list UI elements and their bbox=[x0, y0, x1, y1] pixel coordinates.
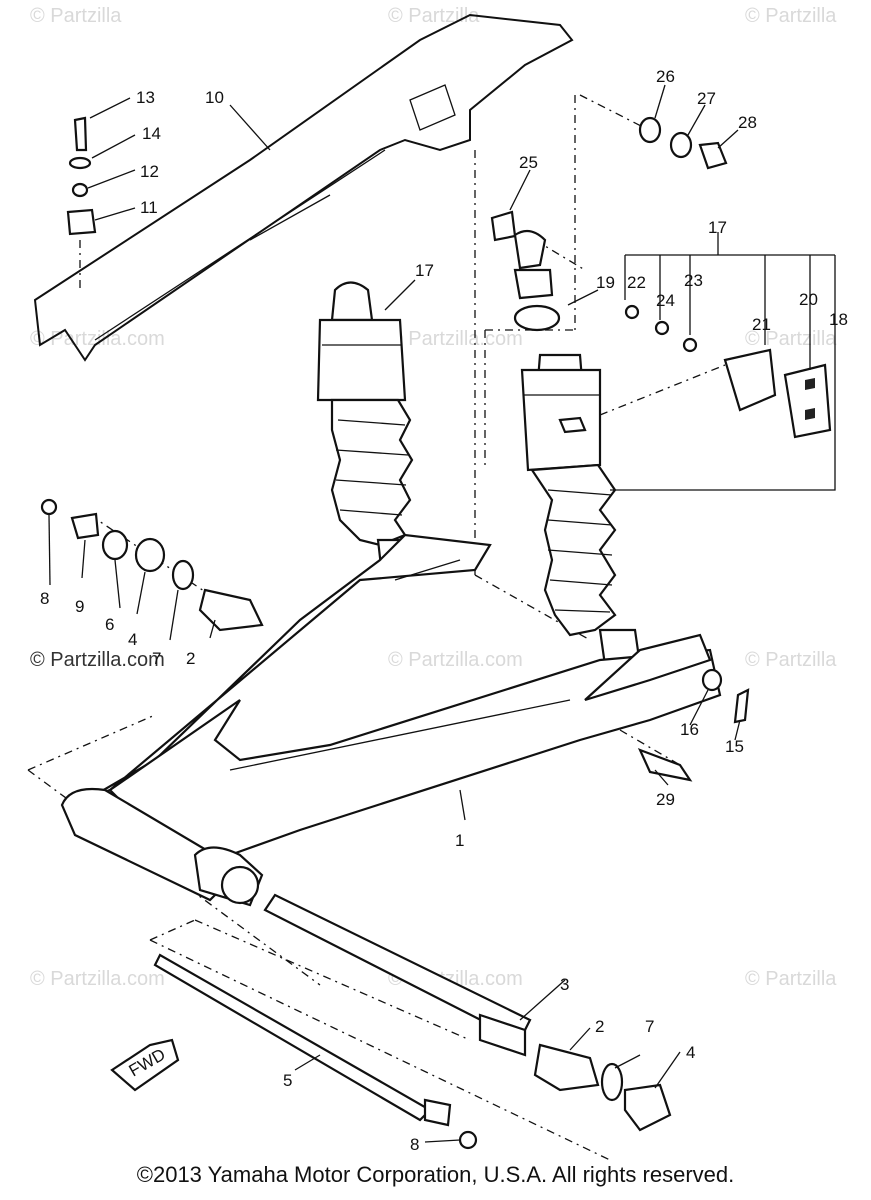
callout-9: 9 bbox=[75, 597, 84, 616]
callout-20: 20 bbox=[799, 290, 818, 309]
callout-29: 29 bbox=[656, 790, 675, 809]
callout-18: 18 bbox=[829, 310, 848, 329]
callout-10: 10 bbox=[205, 88, 224, 107]
callout-4b: 4 bbox=[686, 1043, 695, 1062]
left-bushings bbox=[40, 498, 264, 632]
callout-4a: 4 bbox=[128, 630, 137, 649]
callout-17b: 17 bbox=[708, 218, 727, 237]
callout-13: 13 bbox=[136, 88, 155, 107]
shock-hardware bbox=[490, 116, 832, 439]
forward-arrow: FWD bbox=[110, 1038, 180, 1092]
callout-24: 24 bbox=[656, 291, 675, 310]
callout-leaders bbox=[48, 84, 741, 1143]
callout-1: 1 bbox=[455, 831, 464, 850]
pivot-parts bbox=[153, 893, 672, 1150]
callout-2a: 2 bbox=[186, 649, 195, 668]
callout-19: 19 bbox=[596, 273, 615, 292]
copyright-notice: ©2013 Yamaha Motor Corporation, U.S.A. A… bbox=[136, 1162, 735, 1187]
callout-8b: 8 bbox=[410, 1135, 419, 1154]
swingarm bbox=[60, 533, 722, 907]
callout-12: 12 bbox=[140, 162, 159, 181]
callout-5: 5 bbox=[283, 1071, 292, 1090]
callout-14: 14 bbox=[142, 124, 161, 143]
watermark: © Partzilla.com bbox=[30, 968, 165, 990]
callout-26: 26 bbox=[656, 67, 675, 86]
callout-15: 15 bbox=[725, 737, 744, 756]
callout-28: 28 bbox=[738, 113, 757, 132]
callout-8a: 8 bbox=[40, 589, 49, 608]
watermark: © Partzilla.com bbox=[388, 649, 523, 671]
watermark: © Partzilla.com bbox=[30, 649, 165, 671]
callouts: 13 14 12 11 10 17 25 19 26 27 28 17 22 2… bbox=[40, 67, 848, 1154]
watermark: © Partzilla bbox=[745, 5, 837, 27]
callout-7a: 7 bbox=[152, 649, 161, 668]
callout-21: 21 bbox=[752, 315, 771, 334]
callout-7b: 7 bbox=[645, 1017, 654, 1036]
group-bracket bbox=[610, 232, 836, 491]
callout-17a: 17 bbox=[415, 261, 434, 280]
callout-3: 3 bbox=[560, 975, 569, 994]
callout-25: 25 bbox=[519, 153, 538, 172]
bolts bbox=[66, 116, 750, 782]
callout-22: 22 bbox=[627, 273, 646, 292]
watermark: © Partzilla bbox=[745, 328, 837, 350]
watermark: © Partzilla bbox=[30, 5, 122, 27]
callout-11: 11 bbox=[140, 198, 158, 217]
leader-lines bbox=[27, 94, 726, 1161]
chain-case bbox=[33, 13, 574, 362]
callout-27: 27 bbox=[697, 89, 716, 108]
callout-2b: 2 bbox=[595, 1017, 604, 1036]
callout-6: 6 bbox=[105, 615, 114, 634]
callout-23: 23 bbox=[684, 271, 703, 290]
rear-shock-left bbox=[316, 281, 414, 577]
rear-shock-right bbox=[520, 353, 642, 667]
watermark: © Partzilla.com bbox=[388, 328, 523, 350]
watermark: © Partzilla bbox=[745, 649, 837, 671]
callout-16: 16 bbox=[680, 720, 699, 739]
watermark: © Partzilla bbox=[745, 968, 837, 990]
